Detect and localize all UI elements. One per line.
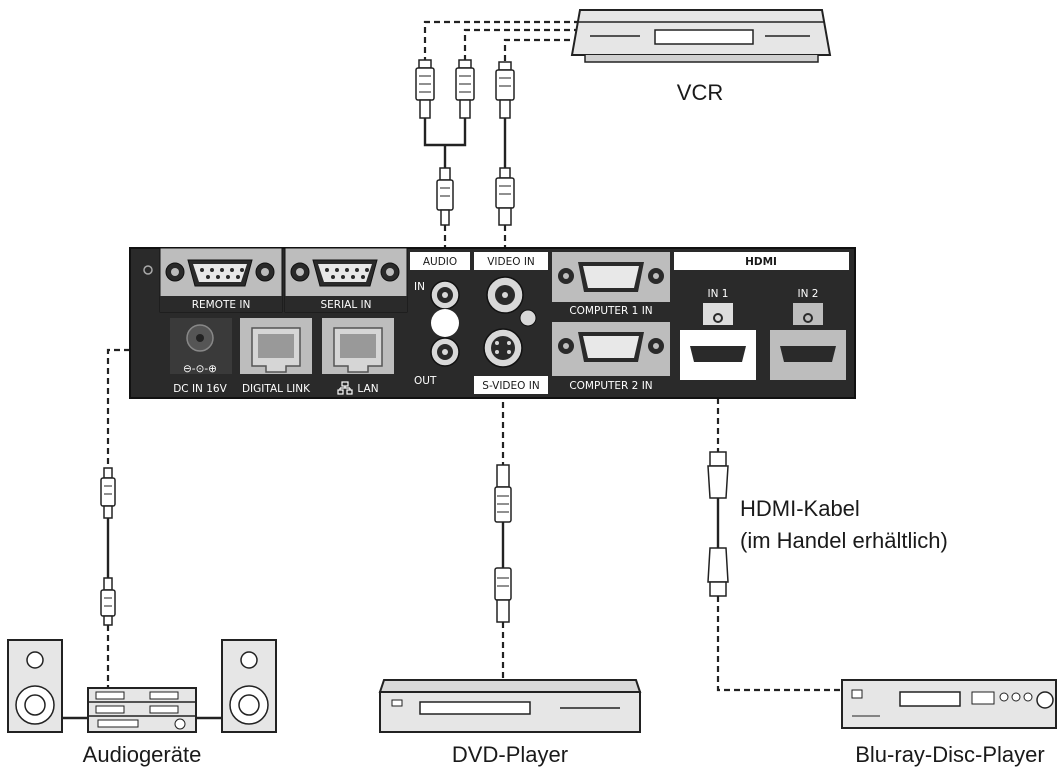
ground-icon	[519, 309, 537, 327]
dc-in-port: ⊖-⊙-⊕	[170, 318, 232, 375]
mini-plug-audio-out-top	[100, 467, 116, 519]
computer1-label: COMPUTER 1 IN	[569, 305, 652, 317]
dvd-label: DVD-Player	[452, 742, 568, 767]
digital-link-port	[240, 318, 312, 374]
svideo-in-label: S-VIDEO IN	[482, 380, 539, 392]
hdmi-in2-label: IN 2	[798, 288, 819, 300]
dvd-player: DVD-Player	[378, 679, 642, 767]
speaker-right	[221, 639, 277, 733]
hdmi-in1-port	[680, 303, 756, 380]
hdmi-plug-top	[707, 451, 729, 499]
mini-plug-audio-out-bottom	[100, 577, 116, 626]
audio-equipment: Audiogeräte	[7, 639, 277, 767]
projector-panel: REMOTE IN SERIAL IN ⊖-⊙-⊕ DC IN 16V DIGI…	[129, 247, 856, 399]
bluray-label: Blu-ray-Disc-Player	[855, 742, 1044, 767]
rca-plug-video-bottom	[495, 167, 515, 226]
computer1-connector	[558, 262, 664, 292]
vcr-device: VCR	[570, 9, 832, 105]
svideo-plug-bottom	[494, 567, 512, 623]
hdmi-in2-port	[770, 303, 846, 380]
audio-center-dot	[431, 309, 459, 337]
serial-in-label: SERIAL IN	[320, 299, 371, 311]
rca-plug-audio-right	[455, 59, 475, 119]
svideo-in-jack	[483, 328, 523, 368]
hdmi-logo: HDMI	[745, 256, 777, 268]
hdmi-in1-label: IN 1	[708, 288, 729, 300]
serial-in-connector	[290, 259, 400, 287]
dc-polarity-icon: ⊖-⊙-⊕	[183, 363, 217, 375]
lan-network-icon	[337, 381, 353, 395]
audio-out-label: OUT	[414, 375, 437, 387]
hdmi-cable-lower	[716, 596, 842, 692]
lan-label: LAN	[357, 383, 378, 395]
vcr-video-cable	[503, 38, 580, 62]
vcr-audio-right-cable	[463, 28, 580, 60]
stereo-system	[87, 687, 197, 733]
computer2-label: COMPUTER 2 IN	[569, 380, 652, 392]
svideo-plug-top	[494, 464, 512, 523]
remote-in-label: REMOTE IN	[192, 299, 251, 311]
audio-label: AUDIO	[423, 256, 457, 268]
hdmi-cable-note: (im Handel erhältlich)	[740, 528, 948, 553]
lan-port	[322, 318, 394, 374]
video-in-label: VIDEO IN	[487, 256, 535, 268]
remote-in-connector	[165, 259, 275, 287]
speaker-left	[7, 639, 63, 733]
digital-link-label: DIGITAL LINK	[242, 383, 311, 395]
computer2-connector	[558, 332, 664, 362]
mini-plug-audio-in	[436, 167, 454, 226]
video-in-jack	[486, 276, 524, 314]
hdmi-cable-label: HDMI-Kabel	[740, 496, 860, 521]
dc-in-label: DC IN 16V	[173, 383, 227, 395]
rca-plug-audio-left	[415, 59, 435, 119]
audio-equipment-label: Audiogeräte	[83, 742, 202, 767]
audio-y-split	[423, 118, 467, 147]
audio-in-jack	[430, 280, 460, 310]
hdmi-plug-bottom	[707, 547, 729, 597]
rca-plug-video-top	[495, 61, 515, 119]
vcr-audio-left-cable	[423, 20, 580, 60]
vcr-label: VCR	[677, 80, 723, 105]
audio-in-label: IN	[414, 281, 425, 293]
bluray-player: Blu-ray-Disc-Player	[841, 679, 1057, 767]
audio-out-jack	[430, 337, 460, 367]
